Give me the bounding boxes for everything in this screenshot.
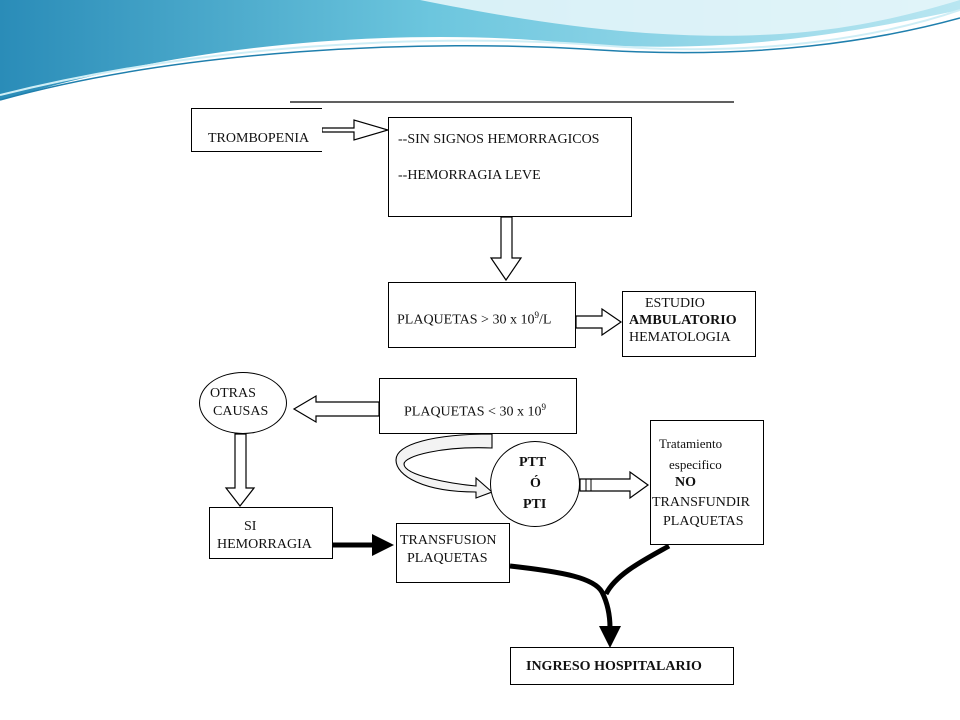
node-ptt-line1: PTT [519,455,547,470]
arrow-otras-to-hemorragia [224,433,256,507]
node-otras-causas-line2: CAUSAS [213,404,269,419]
banner-wave-line-2 [0,9,960,96]
node-ptt-line3: PTI [523,497,547,512]
node-si-hemorragia: SI HEMORRAGIA [209,507,333,559]
node-transfusion-line1: TRANSFUSION [400,533,497,548]
arrow-trombopenia-to-signos [321,119,391,141]
arrow-hemorragia-to-transfusion-head [372,534,394,556]
node-otras-causas-line1: OTRAS [210,386,256,401]
node-plaquetas-menor: PLAQUETAS < 30 x 109 [379,378,577,434]
node-si-hemorragia-line2: HEMORRAGIA [217,537,312,552]
node-plaquetas-menor-prefix: PLAQUETAS < 30 x 10 [404,404,542,420]
node-si-hemorragia-line1: SI [244,519,257,534]
flowchart-arrows [224,101,734,648]
curve-tratamiento-to-ingreso [603,543,671,596]
node-ptt-line2: Ó [530,476,541,491]
node-estudio-line2: AMBULATORIO [629,313,737,328]
arrow-plaquetas-to-ptt [395,433,494,499]
node-transfusion-line2: PLAQUETAS [407,551,488,566]
node-plaquetas-mayor-prefix: PLAQUETAS > 30 x 10 [397,312,535,328]
node-plaquetas-menor-label: PLAQUETAS < 30 x 109 [404,403,546,420]
arrow-plaquetas-to-estudio [575,307,623,337]
flowchart-page: TROMBOPENIA --SIN SIGNOS HEMORRAGICOS --… [124,100,864,720]
arrow-ptt-to-tratamiento [579,470,650,500]
node-sin-signos-label: --SIN SIGNOS HEMORRAGICOS [398,132,600,147]
node-estudio-line1: ESTUDIO [645,296,705,311]
node-plaquetas-mayor-sup: 9 [534,310,539,320]
curve-transfusion-to-ingreso [509,563,613,629]
arrow-signos-to-plaquetas [489,216,523,282]
node-sin-signos: --SIN SIGNOS HEMORRAGICOS --HEMORRAGIA L… [388,117,632,217]
node-estudio-line3: HEMATOLOGIA [629,330,731,345]
node-ingreso: INGRESO HOSPITALARIO [510,647,734,685]
node-plaquetas-menor-sup: 9 [541,402,546,412]
arrow-plaquetas-to-otras [292,394,380,424]
node-tratamiento: Tratamiento especifico NO TRANSFUNDIR PL… [650,420,764,545]
node-tratamiento-line2: especifico [669,457,722,472]
node-trombopenia: TROMBOPENIA [191,108,322,152]
node-tratamiento-line1: Tratamiento [659,436,723,451]
node-estudio: ESTUDIO AMBULATORIO HEMATOLOGIA [622,291,756,357]
banner-wave-highlight [420,0,960,36]
wave-banner [0,0,960,101]
node-tratamiento-line5: PLAQUETAS [663,514,744,529]
node-tratamiento-line3: NO [675,475,696,490]
node-plaquetas-mayor-suffix: /L [538,312,552,328]
arrow-to-ingreso-head [599,626,621,648]
banner-wave-line [0,17,960,101]
node-ptt-pti: PTT Ó PTI [490,441,580,527]
node-trombopenia-label: TROMBOPENIA [208,131,310,146]
node-ingreso-label: INGRESO HOSPITALARIO [526,659,702,674]
node-plaquetas-mayor: PLAQUETAS > 30 x 109/L [388,282,576,348]
node-hemorragia-leve-label: --HEMORRAGIA LEVE [398,168,541,183]
node-transfusion: TRANSFUSION PLAQUETAS [396,523,510,583]
node-otras-causas: OTRAS CAUSAS [199,372,287,434]
node-plaquetas-mayor-label: PLAQUETAS > 30 x 109/L [397,311,551,328]
node-tratamiento-line4: TRANSFUNDIR [652,495,751,510]
